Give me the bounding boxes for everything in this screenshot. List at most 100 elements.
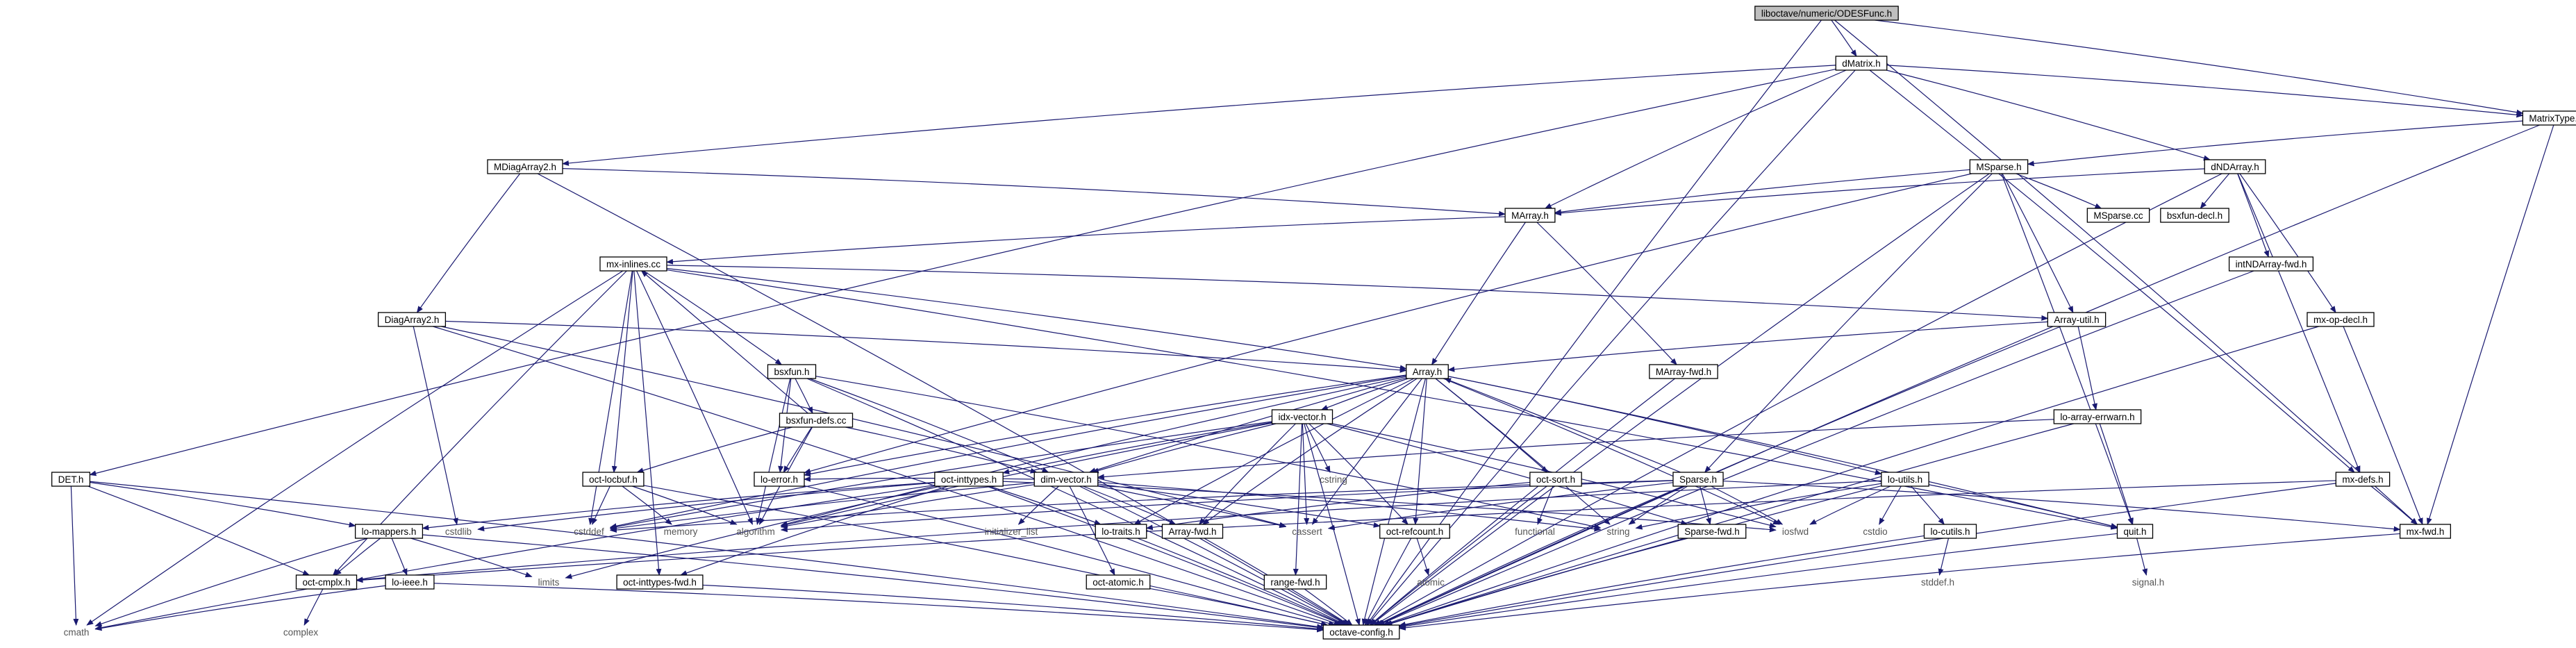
edge-oct_inttypes-to-oct_inttypes_fwd	[680, 485, 949, 576]
node-box	[1504, 208, 1556, 223]
node-label: algorithm	[736, 526, 775, 537]
node-label: mx-fwd.h	[2407, 526, 2445, 537]
edge-array-to-quit	[1448, 376, 2118, 529]
node-iosfwd: iosfwd	[1782, 526, 1809, 537]
edge-det-to-octave_config	[90, 481, 1324, 630]
node-intndarray-fwd-h[interactable]: intNDArray-fwd.h	[2228, 256, 2314, 272]
node-octave-config-h[interactable]: octave-config.h	[1322, 624, 1400, 640]
node-diagarray2-h[interactable]: DiagArray2.h	[377, 312, 447, 327]
edge-dndarray-to-octave_config	[1373, 173, 2222, 626]
node-dmatrix-h[interactable]: dMatrix.h	[1835, 56, 1888, 71]
edge-lo_cutils-to-stddef_h	[1938, 538, 1950, 576]
node-lo-mappers-h[interactable]: lo-mappers.h	[354, 524, 424, 539]
node-mx-op-decl-h[interactable]: mx-op-decl.h	[2307, 312, 2375, 327]
node-oct-inttypes-h[interactable]: oct-inttypes.h	[934, 472, 1004, 487]
node-box	[2047, 312, 2106, 327]
node-label: atomic	[1417, 577, 1445, 588]
node-mx-defs-h[interactable]: mx-defs.h	[2335, 472, 2391, 487]
edge-lo_utils-to-quit	[1929, 484, 2118, 529]
node-msparse-h[interactable]: MSparse.h	[1969, 159, 2029, 174]
node-oct-inttypes-fwd-h[interactable]: oct-inttypes-fwd.h	[616, 574, 704, 590]
node-lo-cutils-h[interactable]: lo-cutils.h	[1923, 524, 1977, 539]
edge-idx_vector-to-oct_inttypes	[1002, 422, 1272, 474]
edge-bsxfun_defs-to-lo_error	[783, 426, 813, 473]
node-range-fwd-h[interactable]: range-fwd.h	[1263, 574, 1327, 590]
node-array-fwd-h[interactable]: Array-fwd.h	[1161, 524, 1224, 539]
edge-lo_traits-to-octave_config	[1137, 538, 1346, 626]
node-msparse-cc[interactable]: MSparse.cc	[2086, 208, 2150, 223]
node-idx-vector-h[interactable]: idx-vector.h	[1271, 409, 1333, 424]
node-label: cassert	[1292, 526, 1322, 537]
edge-oct_inttypes_fwd-to-octave_config	[702, 584, 1324, 632]
edge-array-to-oct_refcount	[1413, 378, 1427, 525]
edge-mx_defs-to-octave_config	[1398, 483, 2336, 629]
edge-lo_utils-to-oct_cmplx	[356, 480, 1881, 583]
node-marray-fwd-h[interactable]: MArray-fwd.h	[1649, 364, 1718, 379]
edge-array_util-to-lo_array_errwarn	[2077, 326, 2097, 410]
edge-oct_inttypes-to-limits	[565, 485, 941, 579]
node-label: lo-utils.h	[1888, 474, 1922, 485]
node-array-h[interactable]: Array.h	[1406, 364, 1449, 379]
node-oct-refcount-h[interactable]: oct-refcount.h	[1379, 524, 1450, 539]
edge-diagarray2-to-octave_config	[433, 326, 1341, 626]
node-lo-traits-h[interactable]: lo-traits.h	[1095, 524, 1147, 539]
root-file-node[interactable]: liboctave/numeric/ODESFunc.h	[1754, 6, 1899, 21]
node-box	[1923, 524, 1977, 539]
node-box	[1649, 364, 1718, 379]
node-label: MSparse.h	[1976, 162, 2021, 172]
node-lo-ieee-h[interactable]: lo-ieee.h	[385, 574, 435, 590]
node-mx-fwd-h[interactable]: mx-fwd.h	[2399, 524, 2452, 539]
node-label: DiagArray2.h	[385, 315, 440, 325]
node-label: MArray.h	[1511, 210, 1549, 221]
node-oct-atomic-h[interactable]: oct-atomic.h	[1086, 574, 1151, 590]
node-lo-utils-h[interactable]: lo-utils.h	[1881, 472, 1929, 487]
node-functional: functional	[1515, 526, 1555, 537]
node-label: Array-fwd.h	[1168, 526, 1216, 537]
node-lo-error-h[interactable]: lo-error.h	[754, 472, 805, 487]
edge-dim_vector-to-octave_config	[1079, 485, 1349, 626]
node-mdiagarray2-h[interactable]: MDiagArray2.h	[487, 159, 563, 174]
node-sparse-fwd-h[interactable]: Sparse-fwd.h	[1677, 524, 1747, 539]
node-box	[2399, 524, 2452, 539]
node-signal-h: signal.h	[2132, 577, 2165, 588]
node-lo-array-errwarn-h[interactable]: lo-array-errwarn.h	[2053, 409, 2142, 424]
node-bsxfun-defs-cc[interactable]: bsxfun-defs.cc	[779, 413, 854, 428]
edge-lo_mappers-to-limits	[410, 538, 533, 578]
edge-oct_inttypes-to-lo_mappers	[422, 481, 935, 531]
edge-bsxfun_defs-to-oct_locbuf	[636, 426, 792, 474]
node-oct-cmplx-h[interactable]: oct-cmplx.h	[295, 574, 358, 590]
node-sparse-h[interactable]: Sparse.h	[1672, 472, 1724, 487]
edge-root-to-dmatrix	[1831, 19, 1857, 57]
node-dndarray-h[interactable]: dNDArray.h	[2204, 159, 2266, 174]
node-label: MDiagArray2.h	[494, 162, 556, 172]
node-bsxfun-decl-h[interactable]: bsxfun-decl.h	[2160, 208, 2229, 223]
node-matrixtype-h[interactable]: MatrixType.h	[2522, 110, 2576, 126]
node-mx-inlines-cc[interactable]: mx-inlines.cc	[599, 256, 667, 272]
node-label: Array-util.h	[2054, 315, 2099, 325]
edge-mx_inlines-to-cstddef	[588, 270, 633, 525]
node-dim-vector-h[interactable]: dim-vector.h	[1033, 472, 1099, 487]
edge-dndarray-to-mx_op_decl	[2239, 173, 2336, 313]
edge-quit-to-octave_config	[1398, 533, 2118, 629]
node-bsxfun-h[interactable]: bsxfun.h	[767, 364, 817, 379]
edge-idx_vector-to-cstddef	[609, 421, 1272, 530]
node-box	[1095, 524, 1147, 539]
node-box	[934, 472, 1004, 487]
edge-intndarray_fwd-to-octave_config	[1377, 270, 2254, 626]
node-marray-h[interactable]: MArray.h	[1504, 208, 1556, 223]
node-det-h[interactable]: DET.h	[51, 472, 91, 487]
edge-lo_utils-to-iosfwd	[1809, 485, 1891, 525]
node-box	[2053, 409, 2142, 424]
edge-mx_inlines-to-cmath	[86, 270, 624, 626]
node-label: lo-mappers.h	[362, 526, 417, 537]
node-quit-h[interactable]: quit.h	[2116, 524, 2154, 539]
node-label: bsxfun-decl.h	[2167, 210, 2222, 221]
edge-lo_ieee-to-octave_config	[433, 583, 1324, 633]
node-oct-sort-h[interactable]: oct-sort.h	[1529, 472, 1582, 487]
edge-oct_sort-to-octave_config	[1369, 485, 1547, 626]
edge-idx_vector-to-algorithm	[780, 422, 1272, 528]
node-cstdio: cstdio	[1863, 526, 1887, 537]
node-array-util-h[interactable]: Array-util.h	[2047, 312, 2106, 327]
edge-diagarray2-to-cassert	[441, 326, 1287, 528]
node-oct-locbuf-h[interactable]: oct-locbuf.h	[582, 472, 645, 487]
